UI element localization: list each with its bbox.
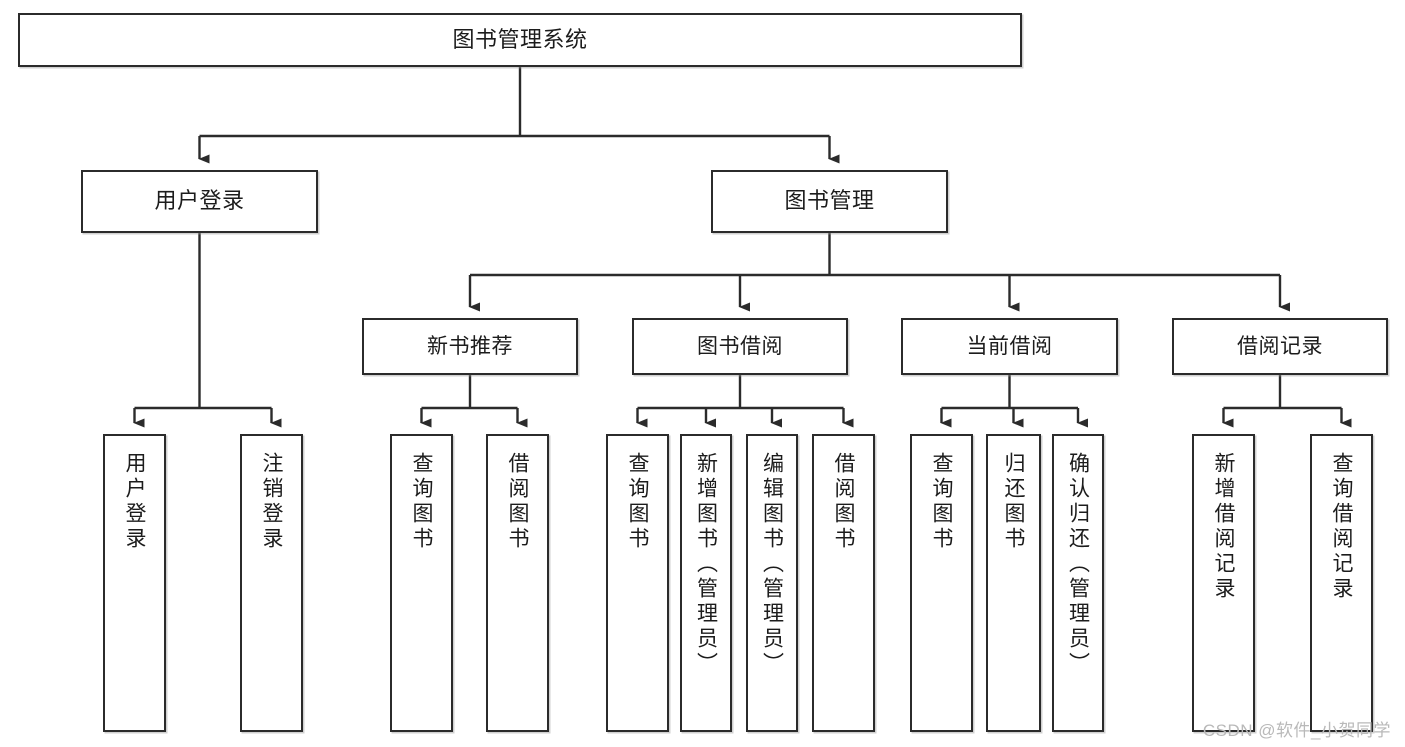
node-label: 当前借阅 bbox=[966, 334, 1053, 358]
node-leaf-return-book[interactable]: 归还图书 bbox=[986, 434, 1041, 732]
node-leaf-borrow-book-1[interactable]: 借阅图书 bbox=[486, 434, 549, 732]
node-label: 图书管理系统 bbox=[452, 26, 588, 52]
node-leaf-logout[interactable]: 注销登录 bbox=[240, 434, 303, 732]
node-label: 查询借阅记录 bbox=[1330, 452, 1353, 602]
node-leaf-user-login[interactable]: 用户登录 bbox=[103, 434, 166, 732]
node-label: 查询图书 bbox=[626, 452, 649, 552]
node-leaf-borrow-book-2[interactable]: 借阅图书 bbox=[812, 434, 875, 732]
watermark-text: CSDN @软件_小贺同学 bbox=[1202, 721, 1391, 740]
node-label: 新增图书（管理员） bbox=[694, 452, 718, 677]
node-label: 注销登录 bbox=[260, 452, 283, 552]
node-leaf-query-book-3[interactable]: 查询图书 bbox=[910, 434, 973, 732]
node-label: 用户登录 bbox=[154, 188, 245, 214]
node-label: 归还图书 bbox=[1002, 452, 1025, 552]
node-leaf-add-book[interactable]: 新增图书（管理员） bbox=[680, 434, 732, 732]
node-new-book-rec[interactable]: 新书推荐 bbox=[362, 318, 578, 375]
node-label: 查询图书 bbox=[930, 452, 953, 552]
node-leaf-confirm-return[interactable]: 确认归还（管理员） bbox=[1052, 434, 1104, 732]
node-label: 借阅图书 bbox=[506, 452, 529, 552]
node-label: 新增借阅记录 bbox=[1212, 452, 1235, 602]
node-label: 借阅记录 bbox=[1237, 334, 1323, 358]
node-label: 图书借阅 bbox=[697, 334, 783, 358]
node-label: 用户登录 bbox=[123, 452, 146, 552]
node-label: 图书管理 bbox=[784, 188, 875, 214]
node-leaf-add-record[interactable]: 新增借阅记录 bbox=[1192, 434, 1255, 732]
node-label: 借阅图书 bbox=[832, 452, 855, 552]
node-label: 确认归还（管理员） bbox=[1066, 452, 1090, 677]
node-leaf-query-book-2[interactable]: 查询图书 bbox=[606, 434, 669, 732]
node-leaf-query-book-1[interactable]: 查询图书 bbox=[390, 434, 453, 732]
node-book-manage[interactable]: 图书管理 bbox=[711, 170, 948, 233]
node-leaf-edit-book[interactable]: 编辑图书（管理员） bbox=[746, 434, 798, 732]
node-leaf-query-record[interactable]: 查询借阅记录 bbox=[1310, 434, 1373, 732]
node-label: 新书推荐 bbox=[427, 334, 513, 358]
node-label: 编辑图书（管理员） bbox=[760, 452, 784, 677]
node-user-login[interactable]: 用户登录 bbox=[81, 170, 318, 233]
node-borrow-record[interactable]: 借阅记录 bbox=[1172, 318, 1388, 375]
node-current-borrow[interactable]: 当前借阅 bbox=[901, 318, 1118, 375]
node-label: 查询图书 bbox=[410, 452, 433, 552]
node-root[interactable]: 图书管理系统 bbox=[18, 13, 1022, 67]
node-book-borrow[interactable]: 图书借阅 bbox=[632, 318, 848, 375]
